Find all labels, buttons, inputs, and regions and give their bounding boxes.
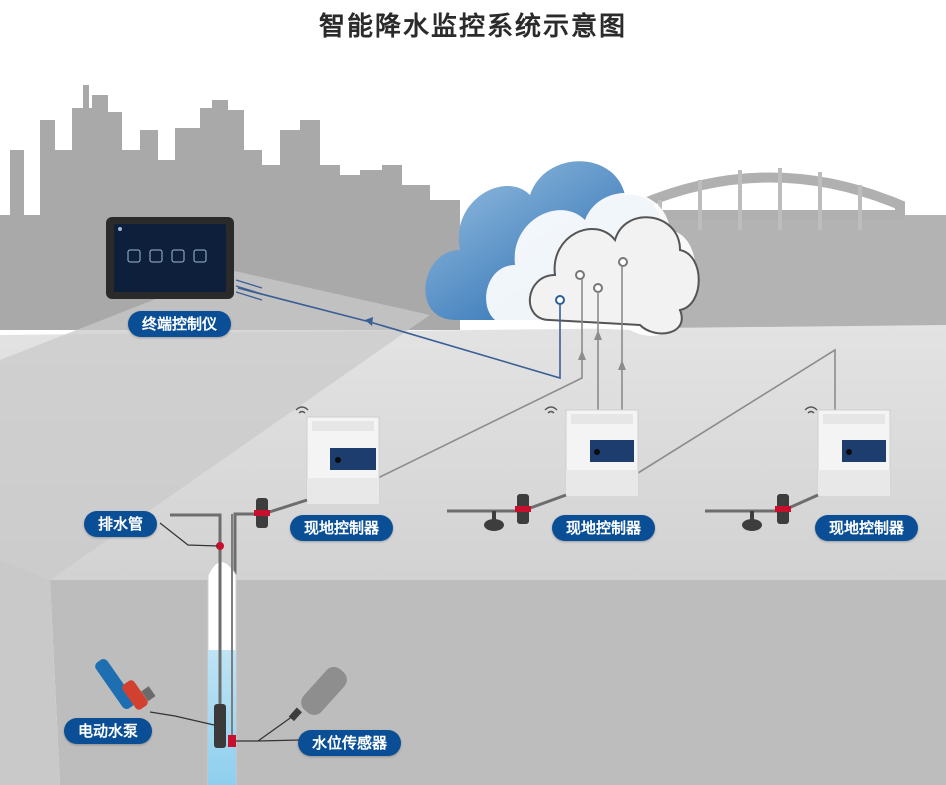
underground — [50, 580, 946, 785]
well-caps — [484, 511, 762, 531]
label-controller-2: 现地控制器 — [552, 515, 656, 541]
wifi-icon — [295, 406, 818, 414]
cloud-icon — [425, 161, 700, 336]
label-drain-pipe: 排水管 — [84, 511, 158, 537]
borehole — [207, 514, 237, 785]
data-link-line — [237, 287, 561, 380]
label-pump: 电动水泵 — [64, 718, 153, 744]
underground-edge — [0, 560, 60, 785]
label-level-sensor: 水位传感器 — [298, 730, 402, 756]
sensor-picture — [288, 667, 347, 722]
road-perspective — [0, 270, 430, 580]
controller-box-2 — [565, 409, 639, 496]
label-controller-1: 现地控制器 — [290, 515, 394, 541]
label-terminal: 终端控制仪 — [128, 311, 232, 337]
label-controller-3: 现地控制器 — [815, 515, 919, 541]
pump-picture — [95, 659, 156, 710]
signal-arrows — [578, 330, 626, 370]
data-link-arrow — [365, 317, 373, 326]
controller-box-3 — [817, 409, 891, 496]
terminal-signal-lines — [235, 279, 263, 301]
leader-lines — [149, 522, 301, 742]
controller-signal-lines — [377, 266, 836, 479]
tablet-icon — [106, 217, 234, 299]
valve-icon — [228, 494, 791, 747]
page-title: 智能降水监控系统示意图 — [318, 12, 627, 42]
controller-box-1 — [306, 416, 380, 504]
